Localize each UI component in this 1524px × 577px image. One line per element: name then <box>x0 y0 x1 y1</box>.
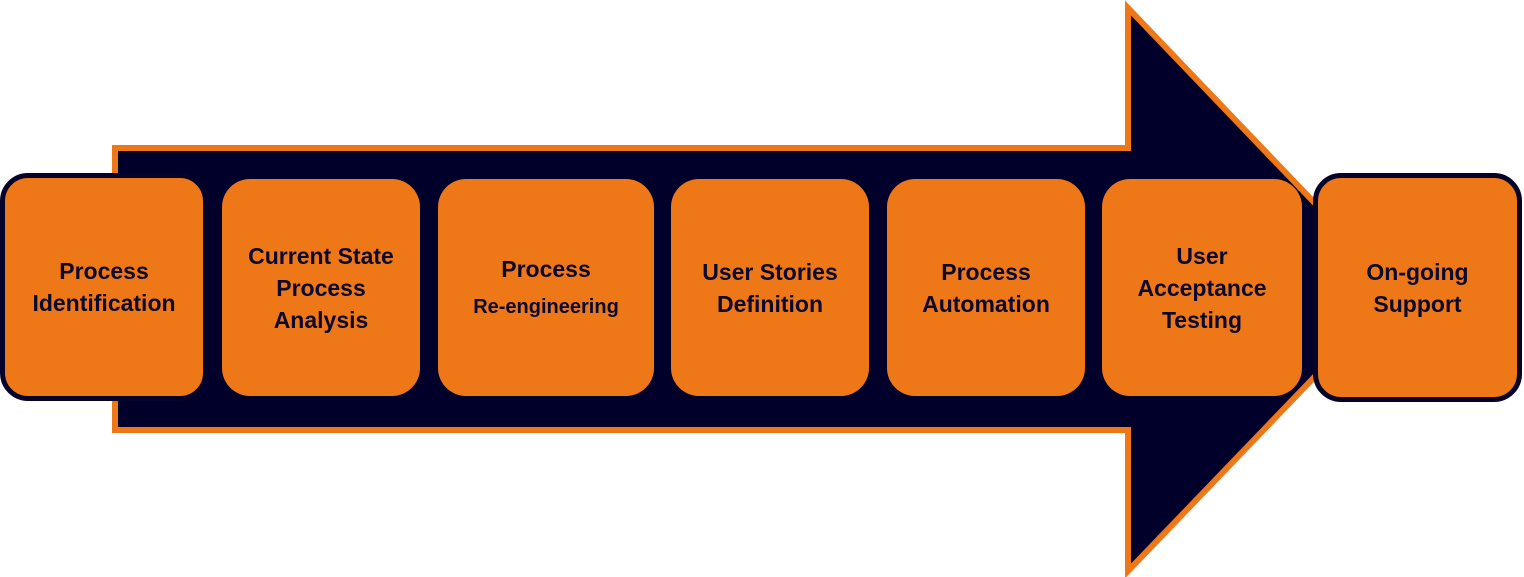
step-label-line: Process <box>941 258 1031 285</box>
step-current-state-process-analysis: Current State Process Analysis <box>222 179 420 396</box>
step-label-line: Process <box>59 258 149 284</box>
step-label-line: Support <box>1373 290 1462 317</box>
step-label-line: Acceptance <box>1137 274 1267 301</box>
step-label-line: Testing <box>1161 306 1243 333</box>
step-label-line: Process <box>501 255 591 282</box>
step-label-line: Automation <box>922 290 1050 317</box>
step-process-identification: Process Identification <box>0 173 208 401</box>
step-user-stories-definition: User Stories Definition <box>671 179 869 396</box>
step-label-line: On-going <box>1366 258 1469 285</box>
step-label-line: Process <box>276 274 366 301</box>
step-label-line: User <box>1176 242 1228 269</box>
step-user-acceptance-testing: User Acceptance Testing <box>1102 179 1302 396</box>
step-label-line: Current State <box>248 242 394 269</box>
step-process-automation: Process Automation <box>887 179 1085 396</box>
step-label-line: Identification <box>32 290 176 316</box>
step-label-line: Definition <box>716 290 824 317</box>
step-on-going-support: On-going Support <box>1313 173 1522 402</box>
step-label-line: User Stories <box>702 258 838 285</box>
step-label-line: Analysis <box>273 306 369 333</box>
step-process-re-engineering: Process Re-engineering <box>438 179 654 396</box>
step-label-line: Re-engineering <box>473 295 619 318</box>
